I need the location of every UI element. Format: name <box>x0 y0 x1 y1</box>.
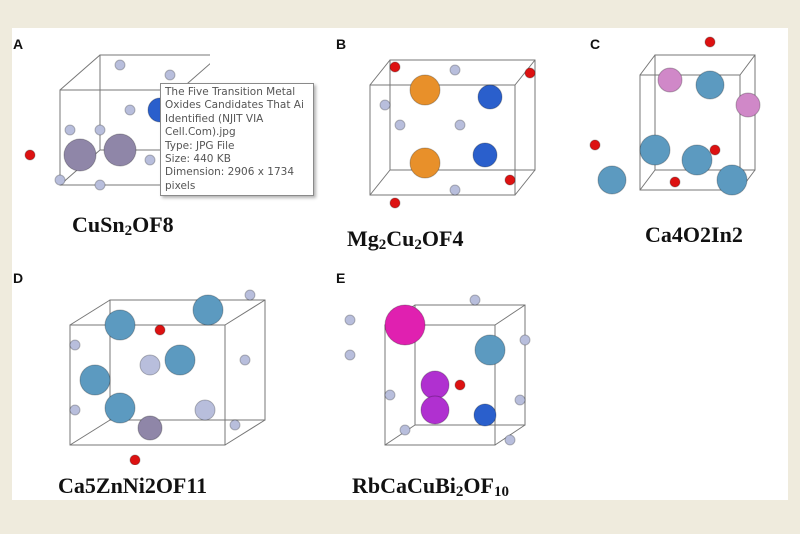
unit-cell <box>369 59 536 196</box>
atom-ca <box>104 392 136 424</box>
structure-d <box>69 289 266 465</box>
atom-fluorine <box>144 154 156 166</box>
atom-fluorine <box>194 399 216 421</box>
atom-ca <box>474 334 506 366</box>
atom-fluorine <box>379 99 391 111</box>
atom-fluorine <box>164 69 176 81</box>
atom-cu <box>472 142 498 168</box>
atom-fluorine <box>69 404 81 416</box>
atom-ca <box>164 344 196 376</box>
atom-sn <box>103 133 137 167</box>
atom-oxygen <box>129 454 141 465</box>
atom-fluorine <box>344 349 356 361</box>
atom-bi <box>420 395 450 425</box>
atom-cu <box>477 84 503 110</box>
atom-ca <box>192 294 224 326</box>
atom-rb <box>384 304 426 346</box>
panel-label-c: C <box>590 36 601 52</box>
atom-fluorine <box>244 289 256 301</box>
atom-ca <box>716 164 748 196</box>
formula-c: Ca4O2In2 <box>645 222 743 247</box>
atom-fluorine <box>449 64 461 76</box>
atom-ca <box>597 165 627 195</box>
panel-label-b: B <box>336 36 347 52</box>
atom-oxygen <box>389 197 401 209</box>
atom-in <box>657 67 683 93</box>
atom-fluorine <box>384 389 396 401</box>
atom-oxygen <box>669 176 681 188</box>
atom-ca <box>681 144 713 176</box>
atom-fluorine <box>94 124 106 136</box>
atom-ca <box>695 70 725 100</box>
atom-fluorine <box>399 424 411 436</box>
atom-oxygen <box>704 36 716 48</box>
atom-fluorine <box>469 294 481 306</box>
atom-fluorine <box>454 119 466 131</box>
atom-ca <box>639 134 671 166</box>
formula-b: Mg2Cu2OF4 <box>347 226 464 253</box>
panel-label-a: A <box>13 36 24 52</box>
atom-oxygen <box>154 324 166 336</box>
structure-c <box>589 36 761 196</box>
atom-oxygen <box>454 379 466 391</box>
atom-ca <box>104 309 136 341</box>
atom-fluorine <box>449 184 461 196</box>
atom-cu <box>473 403 497 427</box>
formula-d: Ca5ZnNi2OF11 <box>58 473 208 498</box>
atom-sn <box>137 415 163 441</box>
atom-fluorine <box>514 394 526 406</box>
panel-label-d: D <box>13 270 24 286</box>
structure-e <box>344 294 531 446</box>
atom-sn <box>63 138 97 172</box>
atom-fluorine <box>94 179 106 191</box>
atom-mg <box>409 74 441 106</box>
atom-in <box>735 92 761 118</box>
tooltip-filename: The Five Transition Metal Oxides Candida… <box>165 86 304 139</box>
atom-oxygen <box>524 67 536 79</box>
atom-fluorine <box>394 119 406 131</box>
panel-label-e: E <box>336 270 346 286</box>
atom-fluorine <box>69 339 81 351</box>
atom-fluorine <box>344 314 356 326</box>
atom-fluorine <box>114 59 126 71</box>
atom-fluorine <box>239 354 251 366</box>
atom-fluorine <box>139 354 161 376</box>
file-tooltip: The Five Transition Metal Oxides Candida… <box>160 83 314 197</box>
formula-a: CuSn2OF8 <box>72 212 174 239</box>
atom-oxygen <box>389 61 401 73</box>
tooltip-size: Size: 440 KB <box>165 153 231 166</box>
atom-fluorine <box>124 104 136 116</box>
tooltip-dimension: Dimension: 2906 x 1734 pixels <box>165 166 295 192</box>
tooltip-type: Type: JPG File <box>165 139 235 152</box>
atom-fluorine <box>54 174 66 186</box>
formula-e: RbCaCuBi2OF10 <box>352 473 509 500</box>
unit-cell <box>69 299 266 446</box>
structure-b <box>369 59 536 209</box>
atom-fluorine <box>504 434 516 446</box>
atom-bi <box>420 370 450 400</box>
atom-oxygen <box>504 174 516 186</box>
atom-fluorine <box>64 124 76 136</box>
atom-mg <box>409 147 441 179</box>
atom-oxygen <box>709 144 721 156</box>
atom-fluorine <box>229 419 241 431</box>
atom-oxygen <box>24 149 36 161</box>
atom-fluorine <box>519 334 531 346</box>
atom-oxygen <box>589 139 601 151</box>
atom-ca <box>79 364 111 396</box>
